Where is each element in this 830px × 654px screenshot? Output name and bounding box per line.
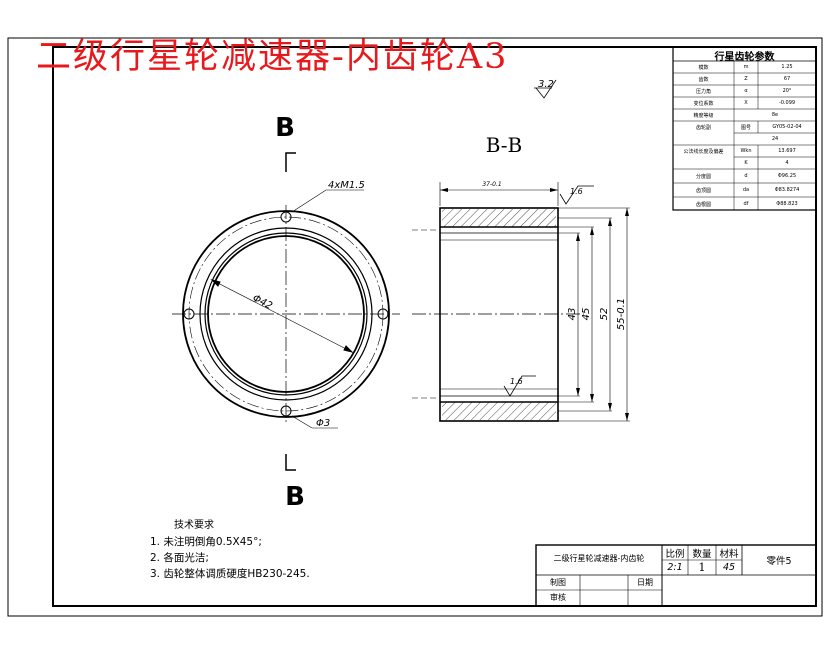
dim-43-label: 43 [567, 308, 578, 321]
params-table-cell: 20° [782, 88, 792, 94]
params-table-cell: Wkn [740, 148, 752, 154]
params-table-cell: da [742, 187, 750, 193]
tech-requirement-item: 2. 各面光洁; [150, 552, 209, 564]
section-body [439, 207, 559, 422]
section-mark-bottom [285, 454, 296, 471]
params-table-cell: 分度圆 [695, 174, 711, 180]
params-table-cell: 变位系数 [693, 101, 714, 107]
section-wall-bottom [442, 402, 556, 420]
rough-right-label: 1.6 [570, 187, 583, 196]
params-table-cell: 24 [771, 136, 779, 142]
params-table-cell: 4 [785, 160, 789, 166]
params-table-cell: 压力角 [695, 89, 711, 95]
params-table-cell: Φ96.25 [777, 173, 797, 179]
params-table-cell: 公法线长度及偏差 [683, 149, 724, 155]
bore-diameter-line [211, 279, 353, 353]
params-table-cell: α [744, 88, 748, 94]
params-table-cell: df [743, 201, 749, 207]
roughness-top-value: 3.2 [538, 79, 554, 90]
params-table-cell: 13.697 [778, 148, 796, 154]
title-block-grid [535, 544, 817, 607]
dim-55-label: 55-0.1 [616, 298, 627, 330]
tech-requirements-heading: 技术要求 [174, 520, 214, 531]
params-table-cell: X [744, 100, 748, 106]
params-table-cell: K [744, 160, 748, 166]
part-number: 零件5 [766, 556, 792, 567]
material-label: 材料 [719, 549, 739, 560]
scale-label: 比例 [665, 549, 685, 560]
params-table-cell: 齿数 [698, 77, 709, 83]
roughness-symbol-bore [503, 375, 536, 397]
inner-frame [52, 46, 817, 607]
qty-value: 1 [698, 561, 706, 574]
section-view-label: B-B [486, 133, 523, 157]
params-table-cell: GY05-02-04 [772, 124, 802, 130]
section-letter-bottom: B [285, 482, 305, 512]
params-table-cell: 齿轮副 [695, 125, 711, 131]
scale-value: 2:1 [667, 562, 683, 573]
tech-requirements: 技术要求 1. 未注明倒角0.5X45°; 2. 各面光洁; 3. 齿轮整体调质… [150, 518, 310, 582]
pin-hole-label: Φ3 [316, 418, 330, 429]
bore-dia-label: Φ42 [251, 293, 274, 312]
rough-bore-label: 1.6 [510, 377, 523, 386]
params-table-cell: 67 [783, 76, 791, 82]
pin-hole-leader [291, 415, 338, 429]
outer-frame [7, 37, 823, 617]
params-table-cell: 齿根圆 [695, 202, 711, 208]
params-table-cell: d [744, 173, 748, 179]
params-table-grid [672, 46, 817, 211]
holes-label: 4xM1.5 [328, 180, 365, 191]
section-letter-top: B [275, 113, 295, 143]
params-table-cell: 1.25 [781, 64, 793, 70]
params-table-cell: -0.099 [778, 100, 796, 106]
material-value: 45 [722, 562, 736, 573]
front-view [172, 152, 400, 471]
params-table-cell: 精度等级 [693, 113, 714, 119]
qty-label: 数量 [692, 549, 712, 560]
params-table-cell: Φ88.823 [776, 201, 798, 207]
params-table-cell: Z [744, 76, 748, 82]
roughness-symbol-right [559, 185, 594, 205]
drawn-label: 制图 [550, 578, 566, 587]
params-table-cell: 图号 [740, 125, 751, 131]
drawing-title: 二级行星轮减速器-内齿轮A3 [36, 37, 509, 77]
params-table-title: 行星齿轮参数 [714, 52, 775, 63]
dim-52-label: 52 [599, 308, 610, 321]
dim-45-label: 45 [581, 308, 592, 321]
date-label: 日期 [637, 578, 653, 587]
section-mark-top [285, 152, 296, 172]
holes-leader [291, 189, 364, 213]
roughness-symbol-top [535, 79, 557, 99]
params-table-cell: m [743, 64, 749, 70]
width-label: 37-0.1 [482, 181, 501, 188]
section-view [412, 182, 630, 422]
section-wall-top [442, 209, 556, 227]
params-table-cell: 齿顶圆 [695, 188, 711, 194]
params-table-cell: 8e [771, 112, 779, 118]
checked-label: 审核 [550, 593, 566, 602]
part-name: 二级行星轮减速器-内齿轮 [553, 554, 645, 563]
params-table-cell: 模数 [698, 65, 709, 71]
tech-requirement-item: 1. 未注明倒角0.5X45°; [150, 536, 262, 548]
params-table-cell: Φ83.8274 [774, 187, 800, 193]
tech-requirement-item: 3. 齿轮整体调质硬度HB230-245. [150, 568, 310, 580]
